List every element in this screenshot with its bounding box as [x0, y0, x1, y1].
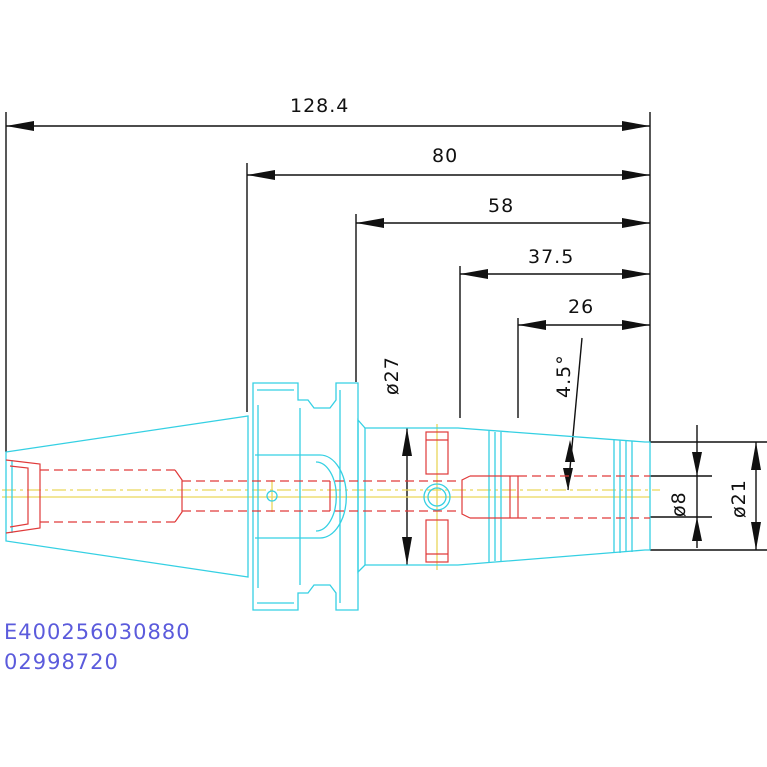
arrowhead: [402, 537, 412, 565]
arrowhead: [402, 428, 412, 456]
flange-body: [252, 382, 359, 611]
collet-nose-body: [357, 418, 651, 574]
drive-hole: [266, 490, 278, 502]
holder-outline: [5, 382, 651, 611]
arrowhead: [247, 170, 275, 180]
arrowhead: [518, 320, 546, 330]
dimension-lines: [5, 112, 767, 565]
label-length-37-5: 37.5: [528, 246, 574, 268]
cross-hole-inner: [427, 487, 447, 507]
set-screw-pocket-top: [425, 431, 449, 475]
arrowhead: [622, 170, 650, 180]
angle-leader-line: [567, 337, 583, 491]
arrowhead: [356, 218, 384, 228]
label-length-26: 26: [568, 296, 594, 318]
label-length-58: 58: [488, 195, 514, 217]
label-dia-8: ø8: [668, 491, 690, 517]
arrowhead: [751, 442, 761, 470]
pull-stud-bore-inner: [9, 465, 29, 528]
set-screw-pocket-bottom: [425, 519, 449, 563]
centerlines: [2, 424, 660, 570]
arrowhead: [563, 468, 573, 490]
tool-bore-start: [461, 475, 471, 519]
order-number: 02998720: [4, 650, 119, 674]
label-dia-27: ø27: [381, 356, 403, 395]
arrowhead: [622, 121, 650, 131]
part-number: E400256030880: [4, 620, 191, 644]
arrowhead: [751, 522, 761, 550]
hidden-features: [5, 431, 650, 563]
arrowhead: [622, 218, 650, 228]
cross-hole-outer: [423, 483, 451, 511]
arrowhead: [622, 269, 650, 279]
arrowhead: [460, 269, 488, 279]
arrowhead: [622, 320, 650, 330]
keyway-arc: [319, 454, 347, 539]
arrowhead: [692, 517, 702, 541]
arrowhead: [6, 121, 34, 131]
label-dia-21: ø21: [728, 479, 750, 518]
arrowhead: [692, 452, 702, 476]
label-overall-length: 128.4: [290, 95, 349, 117]
arrowhead: [565, 440, 575, 462]
label-angle: 4.5°: [553, 354, 575, 398]
pull-stud-bore: [5, 459, 41, 534]
label-length-80: 80: [432, 145, 458, 167]
taper-shank: [5, 415, 249, 578]
keyway-inner-arc: [315, 461, 337, 532]
bore-step: [174, 469, 183, 523]
dimension-labels: 128.4 80 58 37.5 26 4.5° ø27 ø8 ø21: [290, 95, 750, 518]
